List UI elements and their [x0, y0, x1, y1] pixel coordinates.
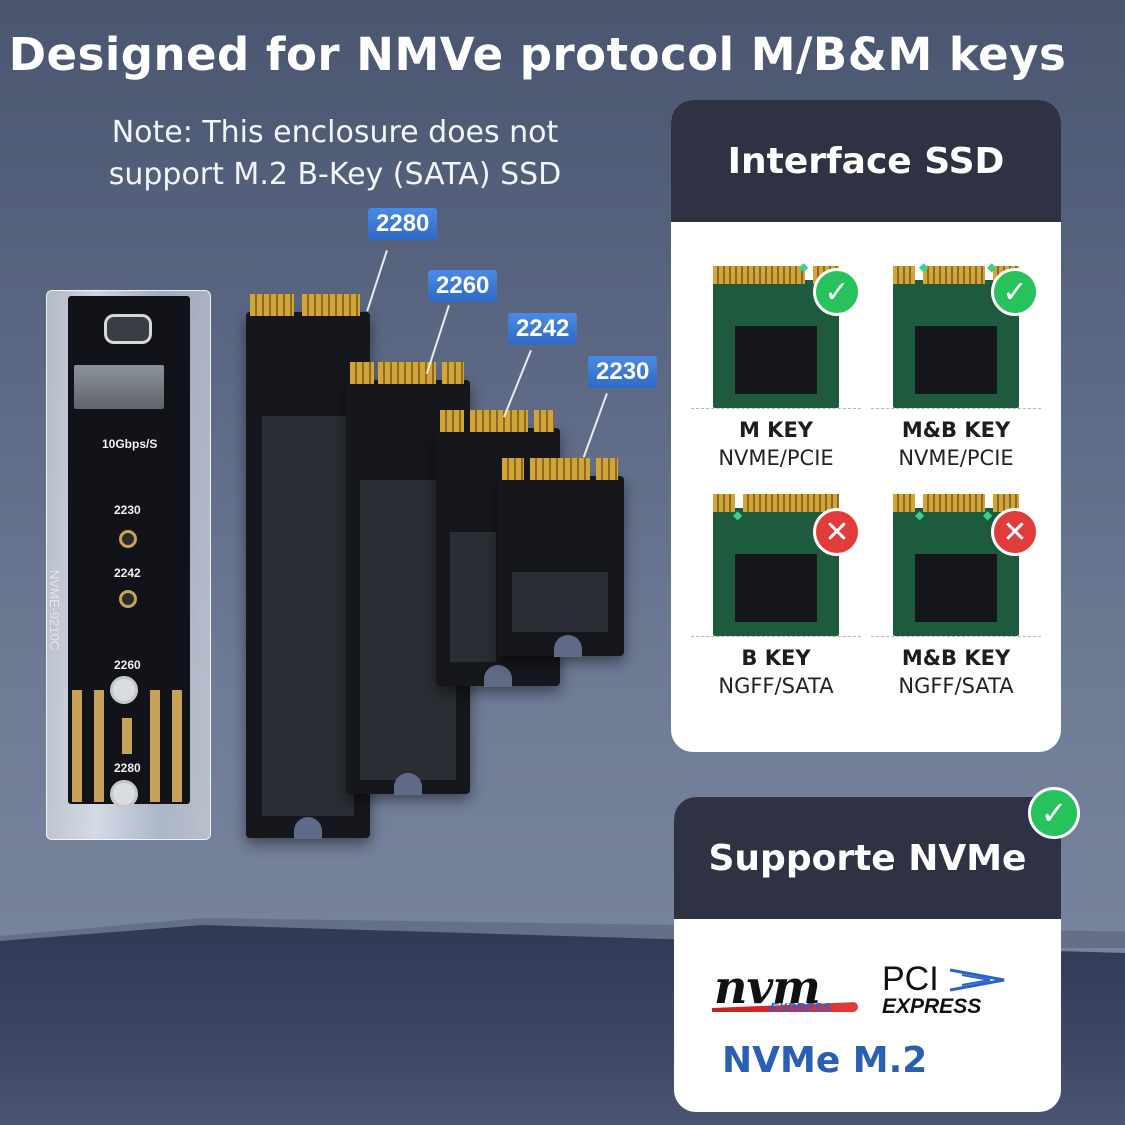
support-panel-title: Supporte NVMe — [674, 797, 1061, 919]
pci-arrows-icon — [949, 968, 1005, 992]
check-icon: ✓ — [1028, 787, 1080, 839]
cross-icon: ✕ — [991, 508, 1039, 556]
pci-express-logo: PCI — [882, 960, 939, 998]
check-icon: ✓ — [813, 268, 861, 316]
gem-icon: ◆ — [987, 260, 997, 274]
gold-rail-5 — [172, 690, 182, 802]
key-protocol: NVME/PCIE — [718, 446, 834, 470]
gem-icon: ◆ — [733, 508, 743, 522]
m2-board-icon — [893, 266, 1019, 408]
size-tag-2242: 2242 — [508, 313, 578, 345]
check-icon: ✓ — [991, 268, 1039, 316]
size-label-2230: 2230 — [114, 503, 141, 517]
size-label-2260: 2260 — [114, 658, 141, 672]
nvm-express-swoosh-icon — [712, 1002, 858, 1012]
interface-panel-title: Interface SSD — [671, 100, 1061, 222]
screw-post-2260 — [110, 676, 138, 704]
gem-icon: ◆ — [915, 508, 925, 522]
key-protocol: NVME/PCIE — [898, 446, 1014, 470]
key-name: M&B KEY — [901, 646, 1011, 670]
size-tag-2280: 2280 — [368, 208, 438, 240]
key-protocol: NGFF/SATA — [898, 674, 1014, 698]
nvme-m2-label: NVMe M.2 — [722, 1040, 928, 1081]
size-tag-2260: 2260 — [428, 270, 498, 302]
nvm-express-logo: nvm — [714, 960, 821, 1014]
gold-rail-3 — [122, 718, 132, 754]
gold-rail-1 — [72, 690, 82, 802]
interface-ssd-panel: Interface SSD M KEY NVME/PCIE ✓ M&B KEY … — [671, 100, 1061, 752]
screw-post-2280 — [110, 780, 138, 808]
usb-c-port-icon — [104, 314, 152, 344]
leader-2230 — [582, 393, 608, 458]
compatibility-note: Note: This enclosure does not support M.… — [80, 112, 590, 196]
model-label: NVME-9210C — [47, 570, 62, 651]
gold-rail-4 — [150, 690, 160, 802]
key-name: M&B KEY — [901, 418, 1011, 442]
nvme-support-panel: Supporte NVMe — [674, 797, 1061, 1112]
size-label-2242: 2242 — [114, 566, 141, 580]
gem-icon: ◆ — [983, 508, 993, 522]
gem-icon: ◆ — [919, 260, 929, 274]
gem-icon: ◆ — [799, 260, 809, 274]
size-tag-2230: 2230 — [588, 356, 658, 388]
leader-2280 — [366, 250, 388, 312]
ssd-2230 — [498, 458, 624, 657]
key-name: B KEY — [741, 646, 811, 670]
leader-2242 — [503, 350, 532, 418]
key-card-mb-key-nvme: M&B KEY NVME/PCIE — [871, 250, 1041, 470]
pci-express-subtext: EXPRESS — [882, 995, 982, 1018]
size-label-2280: 2280 — [114, 761, 141, 775]
speed-label: 10Gbps/S — [102, 437, 158, 451]
gold-rail-2 — [94, 690, 104, 802]
cross-icon: ✕ — [813, 508, 861, 556]
note-line-1: Note: This enclosure does not — [111, 115, 559, 150]
note-line-2: support M.2 B-Key (SATA) SSD — [108, 157, 562, 192]
key-protocol: NGFF/SATA — [718, 674, 834, 698]
m2-slot — [74, 365, 164, 409]
screw-hole-2242 — [119, 590, 137, 608]
key-name: M KEY — [738, 418, 814, 442]
headline: Designed for NMVe protocol M/B&M keys — [8, 28, 1067, 81]
screw-hole-2230 — [119, 530, 137, 548]
nvm-express-subtext: EXPRESS — [770, 1000, 832, 1015]
